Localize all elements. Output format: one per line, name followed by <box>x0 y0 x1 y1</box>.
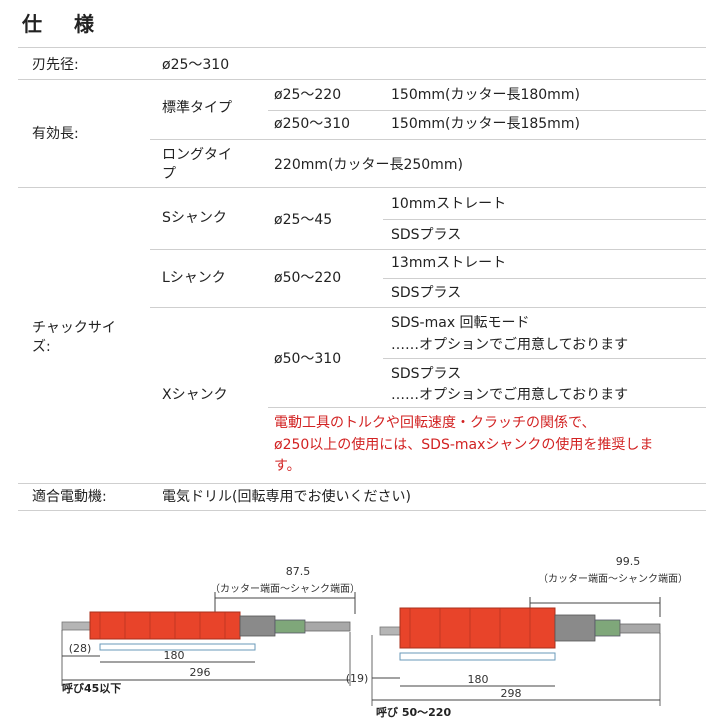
long-type-line1: ロングタイ <box>162 147 232 163</box>
left-top-note: （カッター端面～シャンク端面） <box>210 582 360 595</box>
l-shank: Lシャンク <box>162 270 226 286</box>
std-row1-len: 150mm(カッター長180mm) <box>391 87 580 103</box>
long-len: 220mm(カッター長250mm) <box>274 157 463 173</box>
rule-top <box>18 47 706 48</box>
blade-label: 刃先径: <box>32 57 79 73</box>
right-dim-19: (19) <box>346 672 369 685</box>
right-shank <box>619 623 661 634</box>
left-adapter <box>239 615 276 637</box>
right-drill: 99.5 （カッター端面～シャンク端面） (19) 180 298 呼び 50～… <box>346 555 688 719</box>
rule-std2 <box>150 139 706 140</box>
x-opt2-line2: ……オプションでご用意しております <box>391 387 629 403</box>
rule-x-opt <box>383 358 706 359</box>
x-shank: Xシャンク <box>162 387 228 403</box>
left-shank-collar <box>274 619 306 634</box>
note-line1: 電動工具のトルクや回転速度・クラッチの関係で、 <box>274 415 596 431</box>
l-dia: ø50～220 <box>274 270 342 286</box>
x-dia: ø50～310 <box>274 351 342 367</box>
s-dia: ø25～45 <box>274 212 333 228</box>
std-row2-len: 150mm(カッター長185mm) <box>391 116 580 132</box>
right-pilot-bit <box>379 626 403 636</box>
motor-value: 電気ドリル(回転専用でお使いください) <box>162 489 411 505</box>
standard-type: 標準タイプ <box>162 100 232 116</box>
right-shank-collar <box>594 619 621 637</box>
note-line2: ø250以上の使用には、SDS-maxシャンクの使用を推奨しま <box>274 437 654 453</box>
right-cutter-body <box>399 607 556 649</box>
rule-l <box>150 307 706 308</box>
x-opt2-line1: SDSプラス <box>391 366 462 382</box>
rule-l-opt <box>383 278 706 279</box>
right-top-note: （カッター端面～シャンク端面） <box>538 572 688 585</box>
rule-x-note <box>268 407 706 408</box>
left-shank <box>304 621 351 632</box>
left-pilot-bit <box>61 621 93 631</box>
blade-value: ø25～310 <box>162 57 230 73</box>
right-caption: 呼び 50～220 <box>376 705 451 719</box>
l-opt2: SDSプラス <box>391 285 462 301</box>
l-opt1: 13mmストレート <box>391 255 507 271</box>
s-opt1: 10mmストレート <box>391 196 507 212</box>
spec-table: 刃先径: ø25～310 有効長: 標準タイプ ø25～220 150mm(カッ… <box>18 47 706 511</box>
left-caption: 呼び45以下 <box>62 681 121 695</box>
long-type-line2: プ <box>162 166 176 182</box>
rule-s <box>150 249 706 250</box>
rule-bottom <box>18 510 706 511</box>
left-cutter-body <box>89 611 241 640</box>
left-dim-180: 180 <box>164 649 185 662</box>
rule-blade <box>18 79 706 80</box>
left-drill: 87.5 （カッター端面～シャンク端面） (28) 180 296 呼び45以下 <box>61 565 360 695</box>
std-row1-dia: ø25～220 <box>274 87 342 103</box>
chuck-label-line1: チャックサイ <box>32 320 116 336</box>
rule-s-opt <box>383 219 706 220</box>
s-shank: Sシャンク <box>162 210 227 226</box>
chuck-label-line2: ズ: <box>32 339 51 355</box>
rule-chuck <box>18 483 706 484</box>
std-row2-dia: ø250～310 <box>274 116 351 132</box>
dimension-diagrams: 87.5 （カッター端面～シャンク端面） (28) 180 296 呼び45以下… <box>61 555 688 719</box>
s-opt2: SDSプラス <box>391 227 462 243</box>
motor-label: 適合電動機: <box>32 489 107 505</box>
effective-label: 有効長: <box>32 126 79 142</box>
rule-std1 <box>268 110 706 111</box>
note-line3: す。 <box>274 458 301 474</box>
rule-effective <box>18 187 706 188</box>
left-top-dim: 87.5 <box>286 565 311 578</box>
right-dim-180: 180 <box>468 673 489 686</box>
right-dim-298: 298 <box>501 687 522 700</box>
x-opt1-line1: SDS-max 回転モード <box>391 315 530 331</box>
left-dim-28: (28) <box>69 642 92 655</box>
right-adapter <box>554 614 596 642</box>
x-opt1-line2: ……オプションでご用意しております <box>391 337 629 353</box>
right-top-dim: 99.5 <box>616 555 641 568</box>
left-dim-296: 296 <box>190 666 211 679</box>
page-title: 仕 様 <box>22 12 100 36</box>
